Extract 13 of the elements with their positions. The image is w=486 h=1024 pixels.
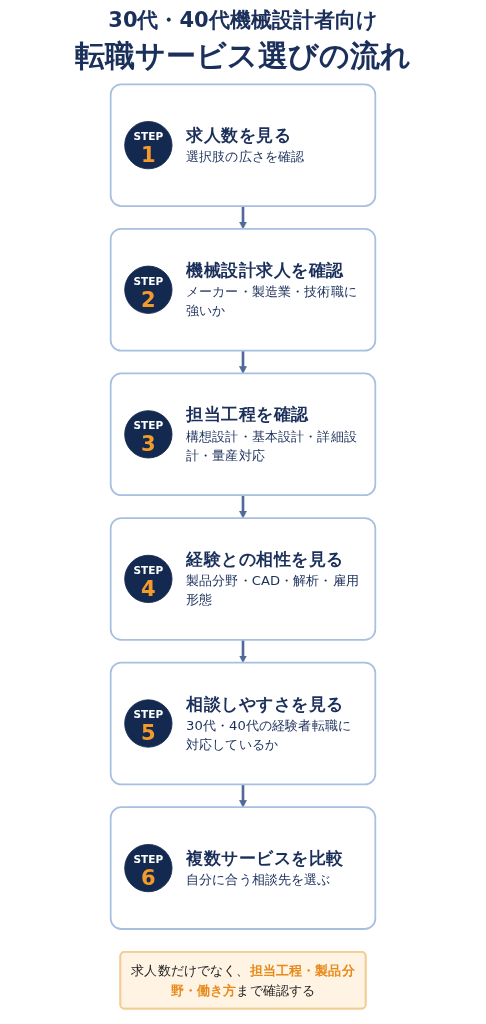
subheading: 30代・40代機械設計者向け xyxy=(108,7,378,34)
arrow xyxy=(239,206,247,230)
node-circle: STEP 5 xyxy=(124,699,173,748)
title: 転職サービス選びの流れ xyxy=(75,37,411,75)
node-circle: STEP 2 xyxy=(124,265,173,314)
arrow xyxy=(239,639,247,663)
node-circle: STEP 3 xyxy=(124,410,173,459)
arrow xyxy=(239,495,247,519)
node-circle: STEP 6 xyxy=(124,844,173,893)
arrow xyxy=(239,784,247,808)
node-circle: STEP 1 xyxy=(124,121,173,170)
node-circle: STEP 4 xyxy=(124,554,173,604)
arrow xyxy=(239,350,247,374)
